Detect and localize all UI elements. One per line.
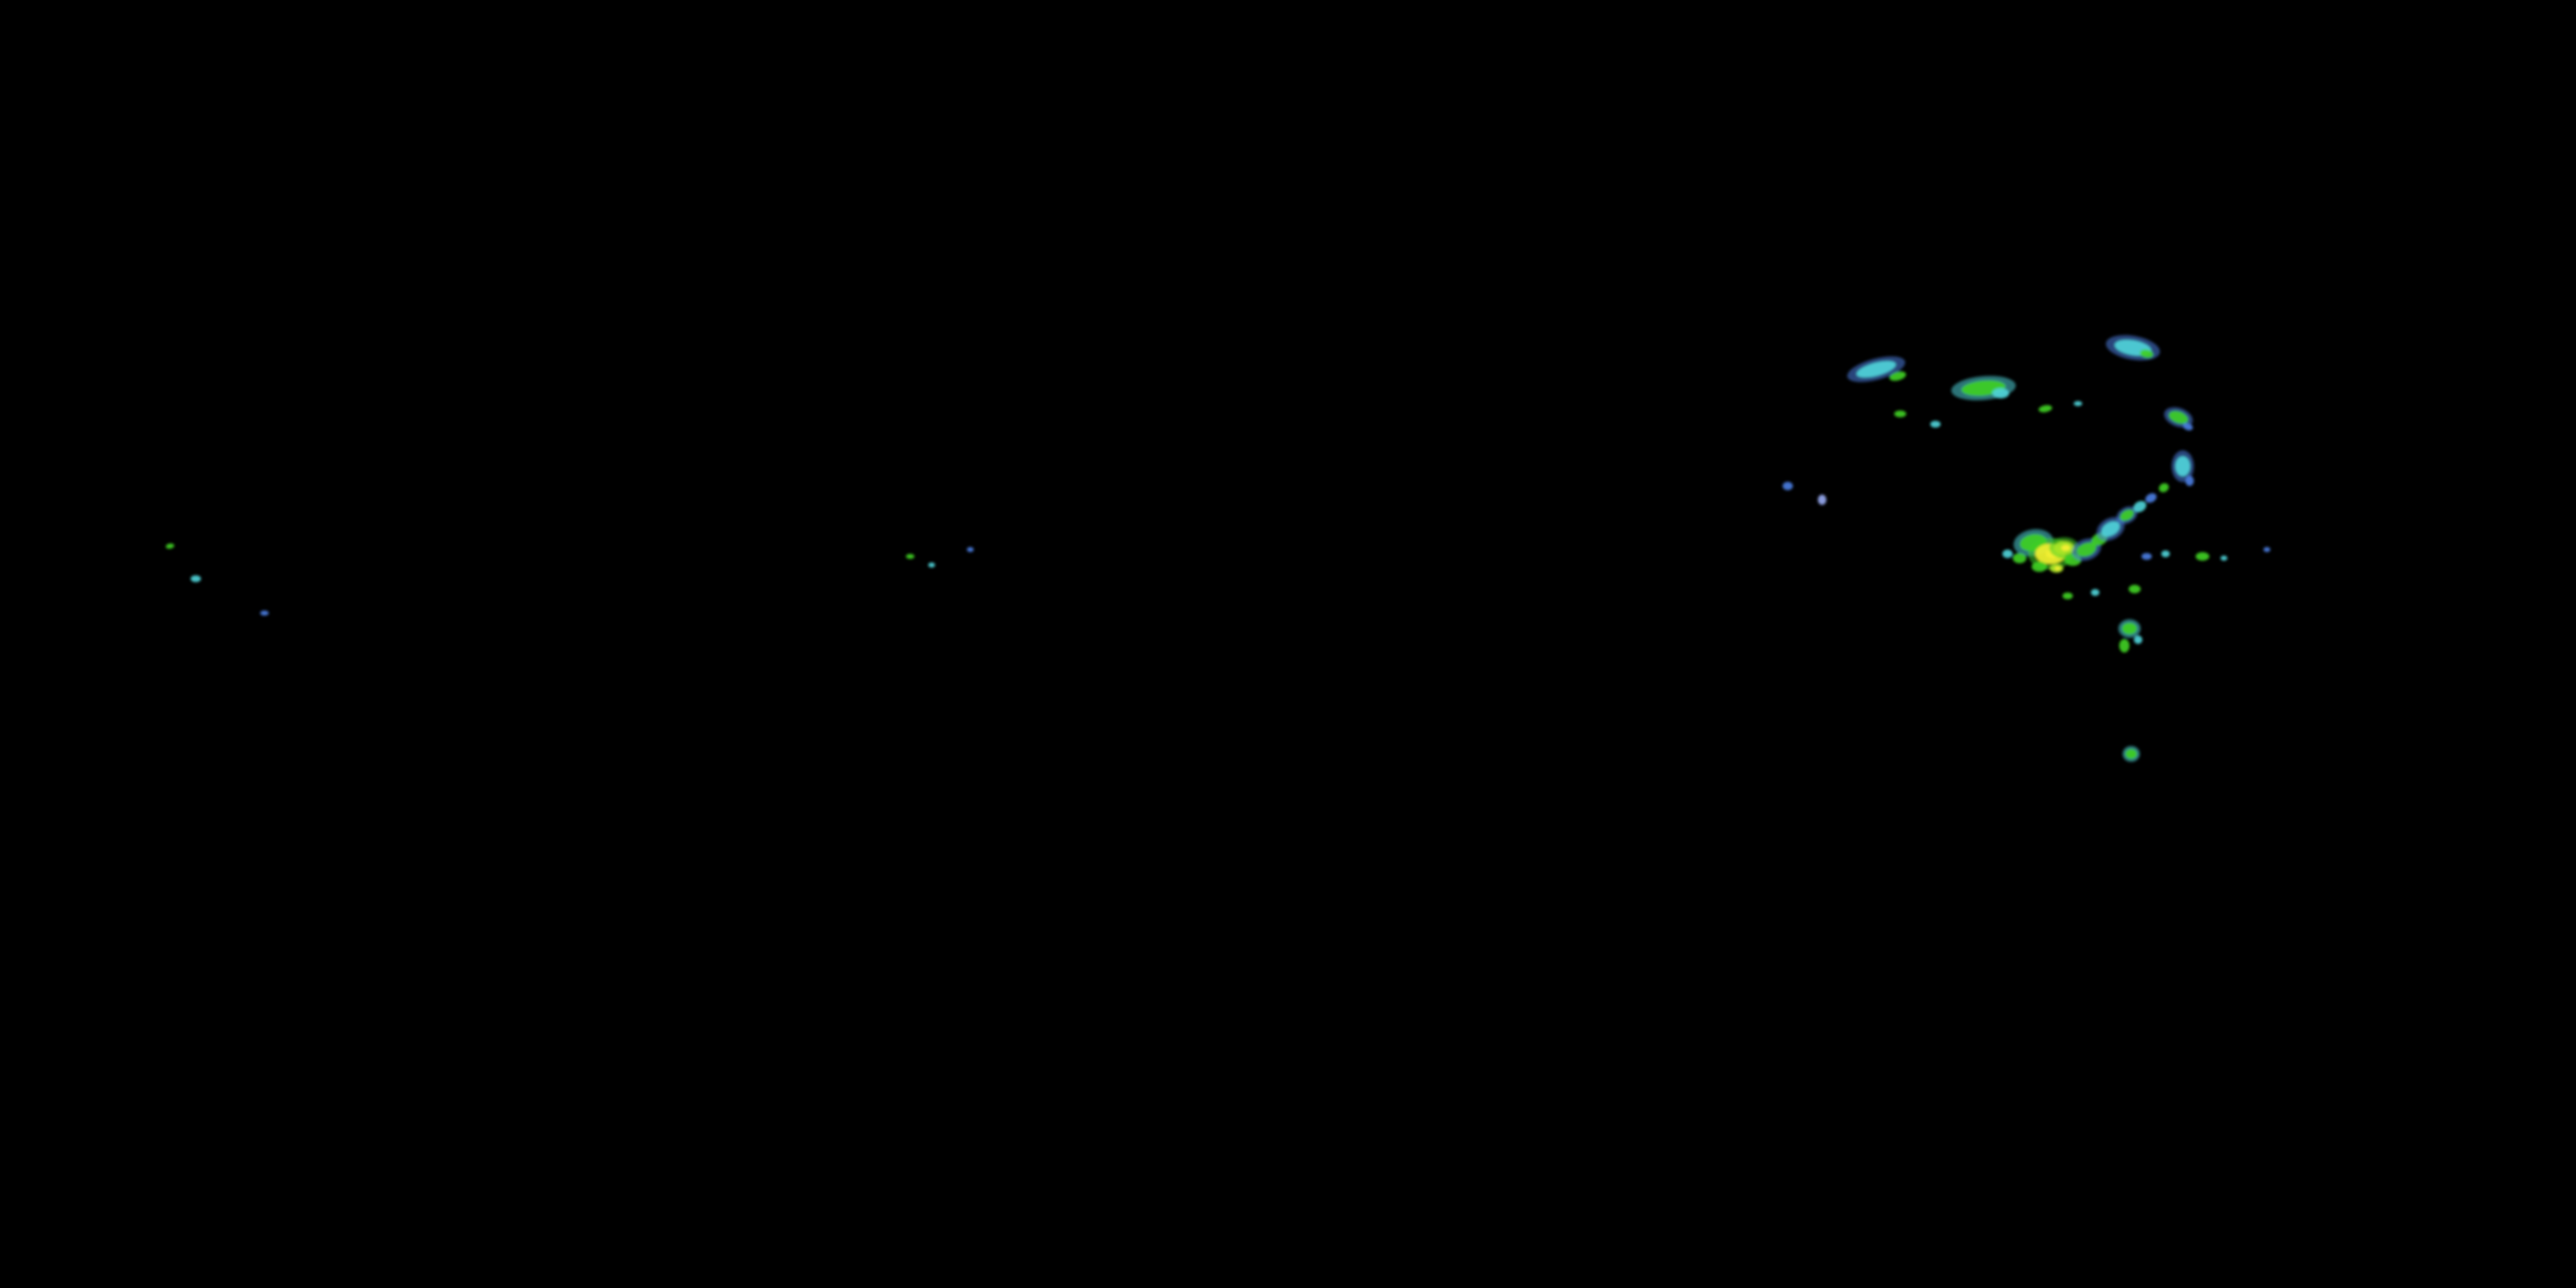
radar-echo-hot-core xyxy=(2061,544,2071,551)
radar-echo-core xyxy=(2140,349,2154,359)
radar-echo xyxy=(1951,375,2016,401)
radar-echo xyxy=(2145,493,2157,503)
radar-echo-core xyxy=(2038,404,2052,413)
radar-echo xyxy=(191,575,201,582)
radar-echo xyxy=(2049,537,2080,559)
radar-echo xyxy=(166,543,174,550)
radar-echo xyxy=(906,554,914,559)
radar-echo-core xyxy=(2168,410,2189,424)
radar-echo-core xyxy=(2013,553,2026,563)
radar-echo xyxy=(2263,547,2270,552)
radar-echo xyxy=(2196,552,2209,561)
radar-echo xyxy=(1930,421,1941,428)
radar-echo-core xyxy=(928,562,935,568)
radar-echo-core xyxy=(2074,401,2082,406)
radar-echo xyxy=(1889,371,1906,381)
radar-echo-core xyxy=(2002,550,2013,558)
radar-echo-core xyxy=(2183,422,2193,431)
radar-echo-core xyxy=(2196,552,2209,561)
radar-echo-core xyxy=(2100,520,2121,538)
radar-echo xyxy=(2221,556,2227,561)
radar-echo-core xyxy=(2091,589,2099,596)
radar-echo xyxy=(2002,550,2013,558)
radar-echo-core xyxy=(2119,509,2135,521)
radar-echo xyxy=(2159,483,2169,493)
radar-echo-core xyxy=(2129,585,2141,593)
radar-echo-core xyxy=(1930,421,1941,428)
radar-echo xyxy=(2038,404,2052,413)
radar-echo-core xyxy=(2221,556,2227,561)
radar-echo xyxy=(2129,585,2141,593)
radar-echo xyxy=(2074,401,2082,406)
radar-echo-core xyxy=(906,554,914,559)
radar-echo-core xyxy=(2142,553,2152,560)
radar-echo xyxy=(2032,562,2047,572)
radar-echo-core xyxy=(1856,361,1897,378)
radar-echo-core xyxy=(1992,388,2009,398)
radar-echo-core xyxy=(2161,550,2170,557)
radar-echo xyxy=(1992,388,2009,398)
radar-echo xyxy=(2063,592,2073,599)
radar-echo xyxy=(2164,407,2193,428)
radar-echo-core xyxy=(260,611,269,616)
radar-echo xyxy=(2133,501,2147,513)
radar-echo xyxy=(1847,356,1905,382)
radar-echo xyxy=(2183,422,2193,431)
radar-echo-core xyxy=(2076,542,2097,557)
radar-echo xyxy=(2171,450,2195,483)
radar-echo xyxy=(1818,495,1826,505)
radar-echo xyxy=(967,547,974,552)
radar-echo-core xyxy=(2133,501,2147,513)
radar-echo xyxy=(2119,639,2129,653)
radar-echo xyxy=(2122,745,2141,762)
radar-echo xyxy=(260,611,269,616)
radar-echo-core xyxy=(1889,371,1906,381)
radar-echo xyxy=(2161,550,2170,557)
radar-echo-core xyxy=(2063,592,2073,599)
radar-echo xyxy=(1894,410,1906,417)
radar-echo xyxy=(2142,553,2152,560)
radar-echo-layer xyxy=(166,335,2270,762)
radar-echo-core xyxy=(2159,483,2169,493)
radar-echo-core xyxy=(967,547,974,552)
radar-echo xyxy=(2140,349,2154,359)
radar-echo-core xyxy=(191,575,201,582)
radar-echo-core xyxy=(2122,623,2137,635)
radar-echo xyxy=(1783,482,1793,490)
radar-echo-core xyxy=(2032,562,2047,572)
radar-echo-core xyxy=(166,543,174,550)
radar-echo xyxy=(2050,564,2063,573)
radar-echo xyxy=(2117,619,2142,638)
radar-echo-core xyxy=(2185,476,2194,486)
radar-echo-core xyxy=(1783,482,1793,490)
radar-echo-core xyxy=(2119,639,2129,653)
radar-echo-core xyxy=(2134,635,2142,644)
radar-echo xyxy=(2134,635,2142,644)
radar-echo xyxy=(2185,476,2194,486)
radar-echo-core xyxy=(2175,456,2190,477)
radar-echo xyxy=(2096,517,2125,541)
radar-echo xyxy=(928,562,935,568)
radar-echo-core xyxy=(2263,547,2270,552)
radar-echo xyxy=(2105,335,2160,361)
radar-echo-core xyxy=(1894,410,1906,417)
radar-echo xyxy=(2091,589,2099,596)
radar-echo xyxy=(2116,506,2138,525)
radar-echo-hot-core xyxy=(2054,566,2061,571)
radar-echo-core xyxy=(1818,495,1826,505)
radar-echo xyxy=(2013,553,2026,563)
radar-echo-core xyxy=(2125,749,2137,759)
radar-echo-core xyxy=(2145,493,2157,503)
